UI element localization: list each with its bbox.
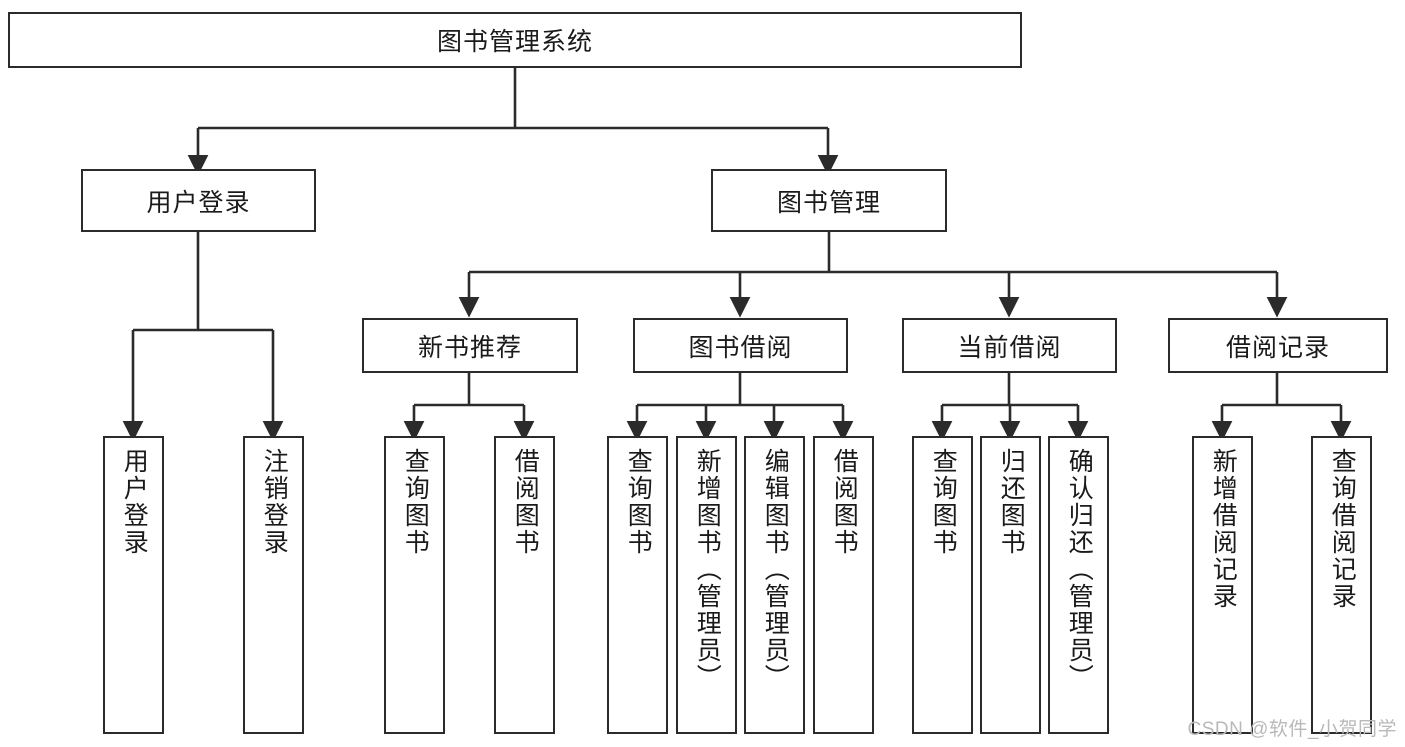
- node-book-borrow[interactable]: 图书借阅: [633, 318, 848, 373]
- leaf-label: 借阅图书: [511, 448, 540, 556]
- node-root-label: 图书管理系统: [436, 28, 593, 56]
- leaf-book-borrow-query[interactable]: 查询图书: [607, 436, 668, 734]
- leaf-book-borrow-edit[interactable]: 编辑图书（管理员）: [744, 436, 805, 734]
- node-book-borrow-label: 图书借阅: [688, 333, 793, 362]
- leaf-label: 查询借阅记录: [1328, 448, 1357, 610]
- node-root[interactable]: 图书管理系统: [8, 12, 1022, 68]
- leaf-label: 用户登录: [120, 448, 149, 556]
- leaf-label: 注销登录: [260, 448, 289, 556]
- leaf-label: 查询图书: [929, 448, 958, 556]
- watermark: CSDN @软件_小贺同学: [1187, 719, 1397, 740]
- leaf-borrow-record-query[interactable]: 查询借阅记录: [1311, 436, 1372, 734]
- leaf-label: 确认归还（管理员）: [1065, 448, 1094, 691]
- node-new-book-recommend-label: 新书推荐: [417, 333, 522, 362]
- leaf-user-login-signin[interactable]: 用户登录: [103, 436, 164, 734]
- leaf-new-book-query[interactable]: 查询图书: [384, 436, 445, 734]
- leaf-label: 新增借阅记录: [1209, 448, 1238, 610]
- node-user-login[interactable]: 用户登录: [81, 169, 316, 232]
- leaf-borrow-record-add[interactable]: 新增借阅记录: [1192, 436, 1253, 734]
- leaf-new-book-borrow[interactable]: 借阅图书: [494, 436, 555, 734]
- leaf-label: 新增图书（管理员）: [693, 448, 722, 691]
- leaf-label: 查询图书: [401, 448, 430, 556]
- node-borrow-record[interactable]: 借阅记录: [1168, 318, 1388, 373]
- leaf-label: 编辑图书（管理员）: [761, 448, 790, 691]
- leaf-user-login-signout[interactable]: 注销登录: [243, 436, 304, 734]
- node-current-borrow-label: 当前借阅: [957, 333, 1062, 362]
- leaf-current-borrow-confirm[interactable]: 确认归还（管理员）: [1048, 436, 1109, 734]
- node-book-management-label: 图书管理: [776, 188, 881, 217]
- leaf-current-borrow-query[interactable]: 查询图书: [912, 436, 973, 734]
- node-current-borrow[interactable]: 当前借阅: [902, 318, 1117, 373]
- node-borrow-record-label: 借阅记录: [1225, 333, 1330, 362]
- leaf-label: 查询图书: [624, 448, 653, 556]
- node-new-book-recommend[interactable]: 新书推荐: [362, 318, 578, 373]
- node-user-login-label: 用户登录: [146, 188, 251, 217]
- leaf-book-borrow-lend[interactable]: 借阅图书: [813, 436, 874, 734]
- leaf-current-borrow-return[interactable]: 归还图书: [980, 436, 1041, 734]
- leaf-label: 归还图书: [997, 448, 1026, 556]
- leaf-label: 借阅图书: [830, 448, 859, 556]
- node-book-management[interactable]: 图书管理: [711, 169, 947, 232]
- leaf-book-borrow-add[interactable]: 新增图书（管理员）: [676, 436, 737, 734]
